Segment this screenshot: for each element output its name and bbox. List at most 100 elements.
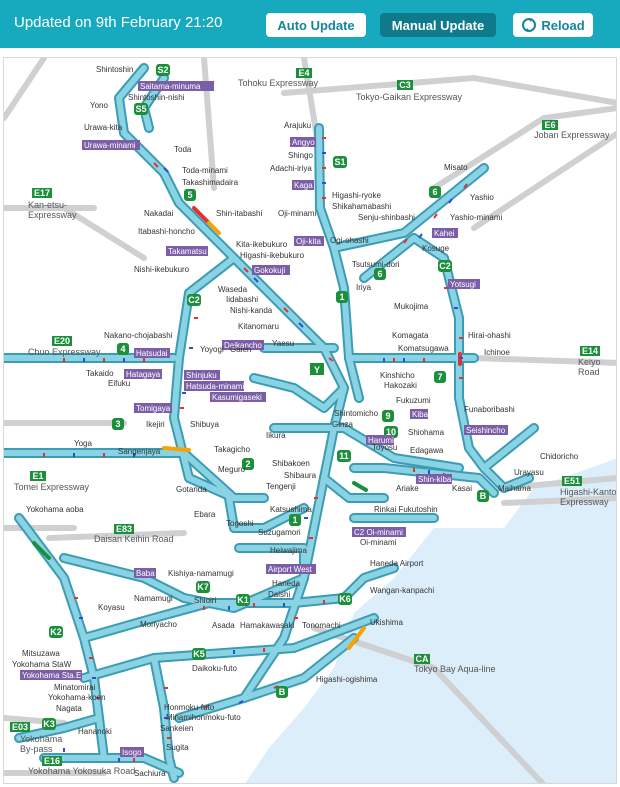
ic-oji-kita[interactable]: Oji-kita [294, 236, 324, 246]
place-shioiri[interactable]: Shioiri [194, 596, 216, 605]
place-suzugamori[interactable]: Suzugamori [258, 528, 301, 537]
place-shiohama[interactable]: Shiohama [408, 428, 445, 437]
place-adachi-iriya[interactable]: Adachi-iriya [270, 164, 312, 173]
manual-update-button[interactable]: Manual Update [380, 13, 496, 37]
place-shibakoen[interactable]: Shibakoen [272, 459, 310, 468]
ic-tomigaya[interactable]: Tomigaya [134, 403, 172, 413]
ic-harumi[interactable]: Harumi [366, 435, 394, 445]
ic-shin-kiba[interactable]: Shin-kiba [416, 474, 452, 484]
place-sangenjaya[interactable]: Sangenjaya [118, 447, 161, 456]
ic-urawa-minami[interactable]: Urawa-minami [82, 140, 140, 150]
place-hamakawasaki[interactable]: Hamakawasaki [240, 621, 294, 630]
place-meguro[interactable]: Meguro [218, 465, 246, 474]
place-komagata[interactable]: Komagata [392, 331, 429, 340]
place-toda-minami[interactable]: Toda-minami [182, 166, 228, 175]
place-higashi-ikebukuro[interactable]: Higashi-ikebukuro [240, 251, 305, 260]
place-itabashi-honcho[interactable]: Itabashi-honcho [138, 227, 195, 236]
ic-hatagaya[interactable]: Hatagaya [124, 369, 162, 379]
place-koyasu[interactable]: Koyasu [98, 603, 125, 612]
place-daishi[interactable]: Daishi [268, 590, 290, 599]
place-toyosu[interactable]: Toyosu [372, 443, 397, 452]
place-gotanda[interactable]: Gotanda [176, 485, 207, 494]
ic-kahei[interactable]: Kahei [432, 228, 458, 238]
place-kasai[interactable]: Kasai [452, 484, 472, 493]
expressway-map[interactable]: Y S2 S5 S1 6 6 C2 1 C2 4 3 7 9 10 11 1 B… [3, 57, 617, 784]
place-sankeien[interactable]: Sankeien [160, 724, 193, 733]
ic-kasumigaseki[interactable]: Kasumigaseki [210, 392, 266, 402]
place-yoyogi[interactable]: Yoyogi [200, 345, 224, 354]
place-urawa-kita[interactable]: Urawa-kita [84, 123, 123, 132]
place-shintoshin[interactable]: Shintoshin [96, 65, 133, 74]
place-nakano-chojabashi[interactable]: Nakano-chojabashi [104, 331, 173, 340]
ic-shinjuku[interactable]: Shinjuku [184, 370, 220, 380]
place-shintomicho[interactable]: Shintomicho [334, 409, 379, 418]
place-fukuzumi[interactable]: Fukuzumi [396, 396, 431, 405]
place-ukishima[interactable]: Ukishima [370, 618, 403, 627]
ic-hatsuda-minami[interactable]: Hatsuda-minami [184, 381, 244, 391]
place-haneda[interactable]: Haneda [272, 579, 301, 588]
place-eifuku[interactable]: Eifuku [108, 379, 130, 388]
place-hananoki[interactable]: Hananoki [78, 727, 112, 736]
place-urayasu[interactable]: Urayasu [514, 468, 544, 477]
place-yoga[interactable]: Yoga [74, 439, 93, 448]
place-nagata[interactable]: Nagata [56, 704, 82, 713]
place-gaien[interactable]: Gaien [230, 345, 251, 354]
ic-baba[interactable]: Baba [134, 568, 156, 578]
place-higashi-ogishima[interactable]: Higashi-ogishima [316, 675, 378, 684]
place-sachiura[interactable]: Sachiura [134, 769, 166, 778]
place-kita-ikebukuro[interactable]: Kita-ikebukuro [236, 240, 288, 249]
ic-c2-oi-minami[interactable]: C2 Oi-minami [352, 527, 406, 537]
place-kinshicho[interactable]: Kinshicho [380, 371, 415, 380]
place-ariake[interactable]: Ariake [396, 484, 419, 493]
place-sugita[interactable]: Sugita [166, 743, 189, 752]
place-wangan-kanpachi[interactable]: Wangan-kanpachi [370, 586, 434, 595]
place-iikura[interactable]: Iikura [266, 431, 286, 440]
ic-angyo[interactable]: Angyo [290, 137, 316, 147]
place-rinkai-fukutoshin[interactable]: Rinkai Fukutoshin [374, 505, 438, 514]
place-misato[interactable]: Misato [444, 163, 468, 172]
place-daikoku-futo[interactable]: Daikoku-futo [192, 664, 237, 673]
ic-daikancho[interactable]: Daikancho [222, 340, 264, 350]
reload-button[interactable]: Reload [513, 13, 593, 37]
place-komatsugawa[interactable]: Komatsugawa [398, 344, 449, 353]
auto-update-button[interactable]: Auto Update [266, 13, 366, 37]
place-toda[interactable]: Toda [174, 145, 192, 154]
place-takashimadaira[interactable]: Takashimadaira [182, 178, 239, 187]
place-moriyacho[interactable]: Moriyacho [140, 620, 177, 629]
place-katsushima[interactable]: Katsushima [270, 505, 312, 514]
place-honmoku-futo[interactable]: Honmoku-futo [164, 703, 215, 712]
place-arajuku[interactable]: Arajuku [284, 121, 311, 130]
ic-isogo[interactable]: Isogo [120, 747, 144, 757]
place-yashio[interactable]: Yashio [470, 193, 494, 202]
ic-yokohama-sta-e[interactable]: Yokohama Sta.E [20, 670, 82, 680]
ic-saitama-minuma[interactable]: Saitama-minuma [138, 81, 214, 91]
place-shibaura[interactable]: Shibaura [284, 471, 317, 480]
place-tonomachi[interactable]: Tonomachi [302, 621, 341, 630]
place-shin-itabashi[interactable]: Shin-itabashi [216, 209, 262, 218]
place-yaesu[interactable]: Yaesu [272, 339, 294, 348]
place-hirai-ohashi[interactable]: Hirai-ohashi [468, 331, 511, 340]
place-shibuya[interactable]: Shibuya [190, 420, 219, 429]
place-shingo[interactable]: Shingo [288, 151, 313, 160]
ic-hatsudai[interactable]: Hatsudai [134, 348, 170, 358]
place-nishi-ikebukuro[interactable]: Nishi-ikebukuro [134, 265, 190, 274]
place-yashio-minami[interactable]: Yashio-minami [450, 213, 503, 222]
place-kishiya-namamugi[interactable]: Kishiya-namamugi [168, 569, 234, 578]
place-ichinoe[interactable]: Ichinoe [484, 348, 510, 357]
place-nishi-kanda[interactable]: Nishi-kanda [230, 306, 273, 315]
place-mitsuzawa[interactable]: Mitsuzawa [22, 649, 60, 658]
place-yokohama-aoba[interactable]: Yokohama aoba [26, 505, 84, 514]
place-tsutsumi-dori[interactable]: Tsutsumi-dori [352, 260, 400, 269]
place-ginza[interactable]: Ginza [332, 420, 353, 429]
place-minamihonmoku-futo[interactable]: Minamihonmoku-futo [166, 713, 241, 722]
place-senju-shinbashi[interactable]: Senju-shinbashi [358, 213, 415, 222]
ic-seishincho[interactable]: Seishincho [464, 425, 508, 435]
place-yokohama-staw[interactable]: Yokohama StaW [12, 660, 72, 669]
place-funaboribashi[interactable]: Funaboribashi [464, 405, 515, 414]
place-shikahamabashi[interactable]: Shikahamabashi [332, 202, 391, 211]
ic-kaga[interactable]: Kaga [292, 180, 314, 190]
place-hakozaki[interactable]: Hakozaki [384, 381, 417, 390]
place-minatomirai[interactable]: Minatomirai [54, 683, 96, 692]
place-namamugi[interactable]: Namamugi [134, 594, 173, 603]
place-higashi-ryoke[interactable]: Higashi-ryoke [332, 191, 381, 200]
